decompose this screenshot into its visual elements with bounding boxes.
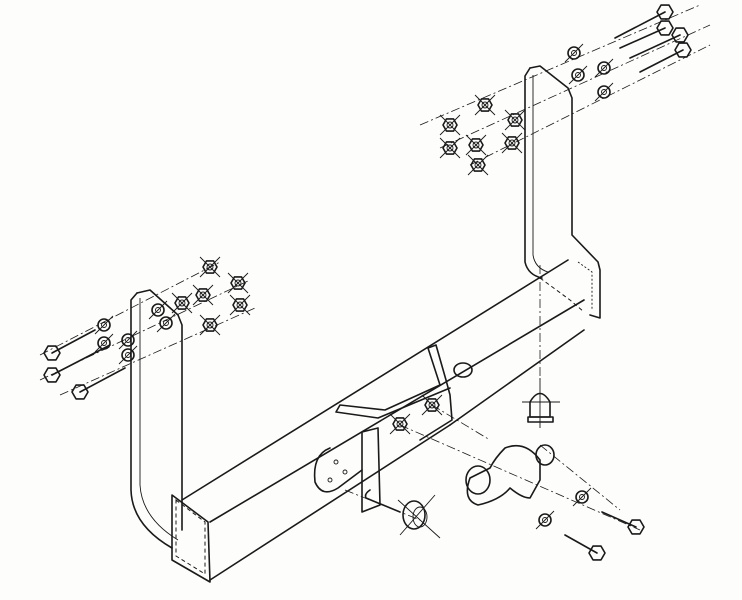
bolt bbox=[564, 534, 606, 561]
nut bbox=[171, 292, 193, 314]
washer bbox=[148, 300, 168, 320]
washer bbox=[594, 82, 614, 102]
washer bbox=[94, 333, 114, 353]
cross-beam bbox=[171, 259, 585, 583]
nut bbox=[192, 284, 214, 306]
washer bbox=[94, 315, 114, 335]
bolt bbox=[601, 511, 645, 535]
bolt bbox=[614, 4, 674, 39]
bolt bbox=[43, 329, 96, 361]
electrical-socket bbox=[364, 489, 441, 539]
bolt bbox=[71, 367, 126, 400]
nut bbox=[227, 272, 249, 294]
nut bbox=[465, 134, 487, 156]
bolt bbox=[629, 27, 689, 59]
washer bbox=[594, 58, 614, 78]
nut bbox=[199, 314, 221, 336]
left-bracket-plate bbox=[130, 289, 183, 549]
nut bbox=[421, 394, 443, 416]
bolt bbox=[619, 20, 674, 49]
nut bbox=[439, 114, 461, 136]
washer bbox=[535, 510, 555, 530]
beam-hole bbox=[453, 362, 473, 378]
alignment-lines bbox=[39, 4, 711, 531]
fasteners-group bbox=[43, 4, 692, 561]
washer bbox=[568, 65, 588, 85]
nut bbox=[474, 94, 496, 116]
washer bbox=[118, 345, 138, 365]
washer bbox=[156, 313, 176, 333]
nut bbox=[467, 154, 489, 176]
nut bbox=[199, 256, 221, 278]
bolt bbox=[639, 42, 692, 73]
washer bbox=[564, 43, 584, 63]
nut bbox=[229, 294, 251, 316]
washer bbox=[118, 330, 138, 350]
bolt bbox=[43, 344, 111, 383]
tow-ball bbox=[535, 444, 555, 466]
hitch-mount-plate bbox=[313, 344, 473, 513]
washer bbox=[572, 487, 592, 507]
ball-cover-cap bbox=[522, 378, 560, 428]
right-bracket-plate bbox=[524, 65, 601, 319]
nut bbox=[439, 137, 461, 159]
nut bbox=[504, 109, 526, 131]
tow-ball-assembly bbox=[465, 444, 555, 506]
nut bbox=[501, 132, 523, 154]
nut bbox=[389, 413, 411, 435]
